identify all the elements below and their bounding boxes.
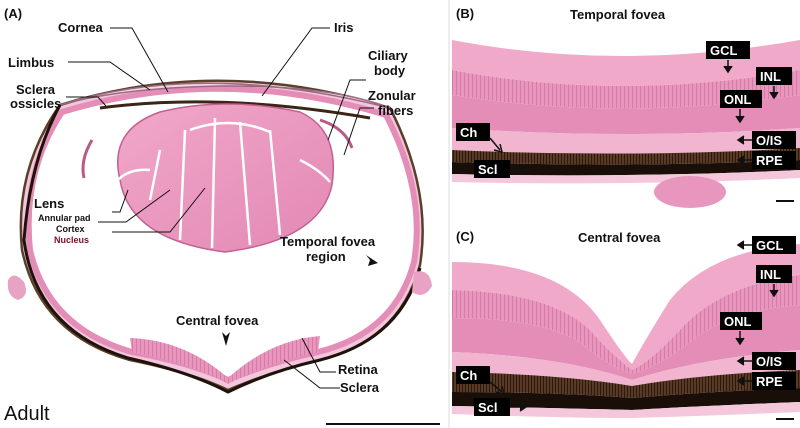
svg-text:GCL: GCL <box>756 238 784 253</box>
panel-b-tag-scl: Scl <box>474 160 528 178</box>
svg-text:RPE: RPE <box>756 374 783 389</box>
panel-c-rpe <box>452 370 800 398</box>
label-cortex: Cortex <box>56 224 85 234</box>
panel-c-tag-rpe: RPE <box>736 372 796 390</box>
panel-c-tag-inl: INL <box>756 265 792 298</box>
label-adult: Adult <box>4 403 50 425</box>
panel-b-gcl <box>452 40 800 86</box>
label-annular-pad: Annular pad <box>38 213 91 223</box>
label-retina: Retina <box>338 362 379 377</box>
svg-text:RPE: RPE <box>756 153 783 168</box>
label-iris: Iris <box>334 20 354 35</box>
tissue-fragment-left <box>7 275 26 300</box>
svg-text:O/IS: O/IS <box>756 354 782 369</box>
svg-text:O/IS: O/IS <box>756 133 782 148</box>
panel-c-tag-ch: Ch <box>456 366 506 396</box>
panel-c-id: (C) <box>456 229 474 244</box>
ciliary-body-shape <box>319 118 354 149</box>
label-temporal-region-1: Temporal fovea <box>280 234 376 249</box>
panel-c-tag-gcl: GCL <box>736 236 796 254</box>
label-ciliary-1: Ciliary <box>368 48 409 63</box>
panel-b-id: (B) <box>456 6 474 21</box>
svg-text:INL: INL <box>760 267 781 282</box>
panel-b-tag-onl: ONL <box>720 90 762 124</box>
panel-b-inl <box>452 70 800 109</box>
svg-text:ONL: ONL <box>724 92 752 107</box>
panel-c-inl <box>452 275 800 374</box>
panel-a-id: (A) <box>4 6 22 21</box>
svg-text:ONL: ONL <box>724 314 752 329</box>
label-central-fovea: Central fovea <box>176 313 259 328</box>
panel-b: (B) Temporal fovea GCL INL ONL O/IS RPE <box>452 0 800 212</box>
label-nucleus: Nucleus <box>54 235 89 245</box>
svg-text:Ch: Ch <box>460 368 477 383</box>
panel-c-title: Central fovea <box>578 230 661 245</box>
panel-c-tag-onl: ONL <box>720 312 762 346</box>
lens-shape <box>117 103 335 253</box>
panel-b-onl <box>452 95 800 134</box>
svg-text:GCL: GCL <box>710 43 738 58</box>
lens-cracks <box>117 117 331 249</box>
label-ciliary-2: body <box>374 63 406 78</box>
label-cornea: Cornea <box>58 20 104 35</box>
panel-b-tissue-blob <box>654 176 726 208</box>
panel-c-onl <box>452 305 800 380</box>
fovea-thick <box>130 336 320 384</box>
panel-a: (A) Cornea Iris Limbus Ciliary body Scle… <box>4 6 440 425</box>
tissue-fragment-right <box>412 271 432 295</box>
panel-c-choroid <box>452 388 800 410</box>
label-temporal-region-2: region <box>306 249 346 264</box>
svg-text:INL: INL <box>760 69 781 84</box>
panel-b-rpe <box>452 148 800 165</box>
panel-c-sclera <box>452 402 800 418</box>
central-fovea-arrowhead <box>222 332 230 346</box>
iris-shape <box>99 100 371 120</box>
panel-c: (C) Central fovea GCL INL ONL O/IS RPE <box>452 222 800 428</box>
label-limbus: Limbus <box>8 55 54 70</box>
panel-b-choroid <box>452 160 800 176</box>
label-zonular-2: fibers <box>378 103 413 118</box>
panel-c-gcl <box>452 244 800 370</box>
cornea-shape <box>59 82 391 109</box>
panel-b-ois <box>452 128 800 154</box>
svg-text:Scl: Scl <box>478 400 498 415</box>
leader-lines <box>66 27 374 389</box>
panel-b-tag-rpe: RPE <box>736 151 796 169</box>
pigment-layer <box>22 104 422 394</box>
panel-c-tag-scl: Scl <box>474 398 528 416</box>
label-sclera: Sclera <box>340 380 380 395</box>
panel-b-title: Temporal fovea <box>570 7 666 22</box>
panel-c-tag-ois: O/IS <box>736 352 796 370</box>
panel-b-tag-inl: INL <box>756 67 792 100</box>
label-sclera-ossicles-2: ossicles <box>10 96 61 111</box>
label-sclera-ossicles-1: Sclera <box>16 82 56 97</box>
ciliary-body-left <box>81 139 94 179</box>
svg-text:Ch: Ch <box>460 125 477 140</box>
label-lens: Lens <box>34 196 64 211</box>
label-zonular-1: Zonular <box>368 88 416 103</box>
temporal-fovea-arrowhead <box>366 255 378 266</box>
panel-b-tag-ch: Ch <box>456 123 504 154</box>
svg-text:Scl: Scl <box>478 162 498 177</box>
panel-b-tag-gcl: GCL <box>706 41 750 74</box>
panel-b-tag-ois: O/IS <box>736 131 796 149</box>
